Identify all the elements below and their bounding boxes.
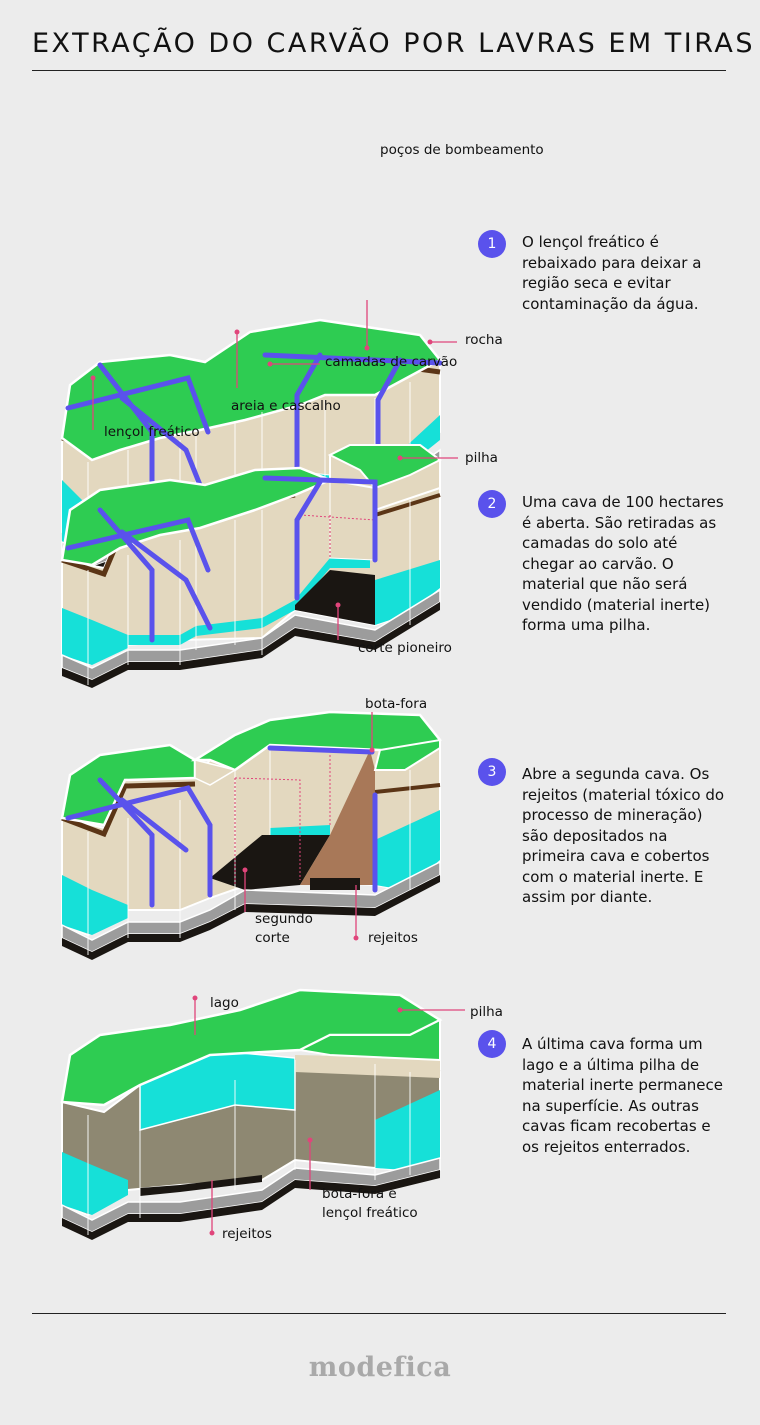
label-areia: areia e cascalho bbox=[231, 398, 341, 414]
step-1-badge: 1 bbox=[478, 230, 506, 258]
bedrock-layer bbox=[62, 462, 440, 576]
label-rejeitos-4: rejeitos bbox=[222, 1226, 272, 1242]
step-4-diagram bbox=[60, 988, 465, 1240]
bedrock-layer bbox=[62, 602, 440, 688]
label-pocos: poços de bombeamento bbox=[380, 142, 544, 158]
label-camadas: camadas de carvão bbox=[325, 354, 458, 370]
refill-strip bbox=[194, 759, 237, 786]
step-4-panel: lago pilha bota-fora e lençol freático r… bbox=[0, 980, 760, 1250]
label-segundo-line1: segundo bbox=[255, 911, 313, 927]
water-left bbox=[62, 875, 128, 935]
step-1-panel: poços de bombeamento rocha camadas de ca… bbox=[0, 142, 760, 576]
label-pilha-4: pilha bbox=[470, 1004, 503, 1020]
label-lencol: lençol freático bbox=[104, 424, 200, 440]
step-3-text: Abre a segunda cava. Os rejeitos (materi… bbox=[522, 765, 725, 906]
page-title: EXTRAÇÃO DO CARVÃO POR LAVRAS EM TIRAS bbox=[32, 28, 756, 59]
spoil-pile-top bbox=[327, 444, 442, 490]
pipe-network-left bbox=[65, 375, 211, 435]
step-2-panel: pilha corte pioneiro 2 Uma cava de 100 h… bbox=[0, 440, 760, 700]
pipe-network-right bbox=[262, 352, 443, 366]
water-table-layer bbox=[62, 608, 128, 665]
step-4-text: A última cava forma um lago e a última p… bbox=[522, 1035, 723, 1156]
label-segundo-line2: corte bbox=[255, 930, 290, 946]
water-right bbox=[375, 560, 440, 625]
label-botafora: bota-fora bbox=[365, 696, 428, 712]
step-2-text: Uma cava de 100 hectares é aberta. São r… bbox=[522, 493, 724, 634]
step-4-badge: 4 bbox=[478, 1030, 506, 1058]
top-divider bbox=[32, 70, 726, 71]
sand-band bbox=[295, 1055, 440, 1078]
label-pilha: pilha bbox=[465, 450, 498, 466]
label-botafora-line2: lençol freático bbox=[322, 1205, 418, 1221]
tailings-layer bbox=[140, 1175, 262, 1196]
label-rejeitos: rejeitos bbox=[368, 930, 418, 946]
label-corte: corte pioneiro bbox=[358, 640, 452, 656]
bedrock-layer bbox=[62, 875, 440, 960]
tailings-base bbox=[310, 878, 360, 890]
step-3-badge: 3 bbox=[478, 758, 506, 786]
water-left bbox=[62, 1152, 128, 1215]
modefica-logo: modefica bbox=[308, 1352, 452, 1383]
step-3-panel: bota-fora segundo corte rejeitos 3 Abre … bbox=[0, 696, 760, 970]
water-right bbox=[375, 1090, 440, 1170]
bedrock-layer bbox=[62, 1170, 440, 1240]
pipe-network bbox=[65, 517, 211, 573]
step-3-diagram bbox=[60, 710, 442, 960]
tailings-slope bbox=[300, 750, 375, 885]
label-botafora-line1: bota-fora e bbox=[322, 1186, 397, 1202]
pit-floor-coal bbox=[295, 570, 375, 625]
label-lago: lago bbox=[210, 995, 239, 1011]
bottom-divider bbox=[32, 1313, 726, 1314]
grass-right bbox=[296, 1018, 441, 1062]
step-1-text: O lençol freático é rebaixado para deixa… bbox=[522, 233, 702, 313]
label-botafora-lencol: bota-fora e lençol freático bbox=[322, 1185, 418, 1223]
step-2-badge: 2 bbox=[478, 490, 506, 518]
label-segundo: segundo corte bbox=[255, 910, 313, 948]
step-2-diagram bbox=[60, 444, 458, 688]
grass-right bbox=[373, 738, 441, 771]
label-rocha: rocha bbox=[465, 332, 503, 348]
